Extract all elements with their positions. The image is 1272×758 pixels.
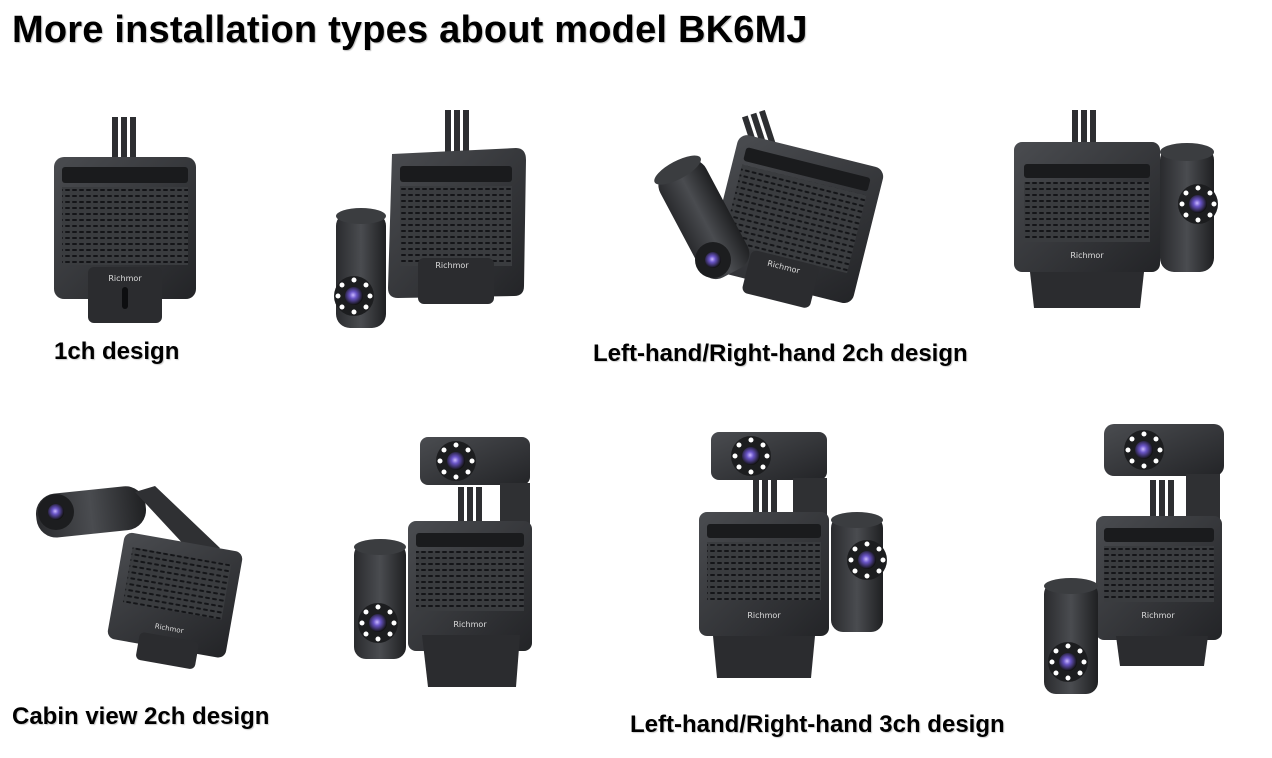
brand-logo: Richmor [1141, 611, 1175, 620]
brand-logo: Richmor [435, 261, 469, 270]
device-2ch-right: Richmor [1010, 108, 1230, 318]
brand-logo: Richmor [453, 620, 487, 629]
brand-logo: Richmor [108, 274, 142, 283]
cable-connectors [1150, 480, 1174, 516]
camera-lens-icon [345, 287, 363, 305]
cable-connectors [753, 480, 777, 514]
device-3ch-left: Richmor [350, 435, 540, 695]
cable-connectors [458, 487, 482, 523]
brand-logo: Richmor [747, 611, 781, 620]
top-camera [1104, 424, 1224, 524]
device-3ch-right: Richmor [695, 428, 895, 683]
device-1ch-front: Richmor [50, 115, 200, 325]
camera-lens-icon [1189, 195, 1207, 213]
device-cabin-view: Richmor [30, 470, 260, 675]
caption-lr-2ch-design: Left-hand/Right-hand 2ch design [593, 340, 968, 367]
camera-lens-icon [48, 504, 64, 520]
aux-camera [354, 539, 406, 659]
arm-camera [35, 486, 220, 562]
cable-connectors [445, 110, 469, 152]
aux-camera [334, 208, 386, 328]
device-2ch-tilted: Richmor [654, 109, 888, 320]
aux-camera [831, 512, 887, 632]
aux-camera [1160, 143, 1218, 272]
camera-lens-icon [369, 614, 387, 632]
cable-connectors [1072, 110, 1096, 150]
caption-lr-3ch-design: Left-hand/Right-hand 3ch design [630, 711, 1005, 738]
cable-connectors [112, 117, 136, 159]
camera-lens-icon [742, 447, 760, 465]
caption-1ch-design: 1ch design [54, 338, 180, 365]
top-camera [420, 437, 530, 533]
camera-lens-icon [705, 252, 721, 268]
camera-lens-icon [858, 551, 876, 569]
page-title: More installation types about model BK6M… [12, 9, 808, 51]
device-3ch-alt: Richmor [1040, 420, 1240, 700]
camera-lens-icon [447, 452, 465, 470]
camera-lens-icon [1135, 441, 1153, 459]
aux-camera [1044, 578, 1098, 694]
top-camera [711, 432, 827, 522]
device-2ch-left: Richmor [330, 108, 540, 333]
brand-logo: Richmor [1070, 251, 1104, 260]
camera-lens-icon [1059, 653, 1077, 671]
caption-cabin-view-2ch-design: Cabin view 2ch design [12, 703, 270, 730]
